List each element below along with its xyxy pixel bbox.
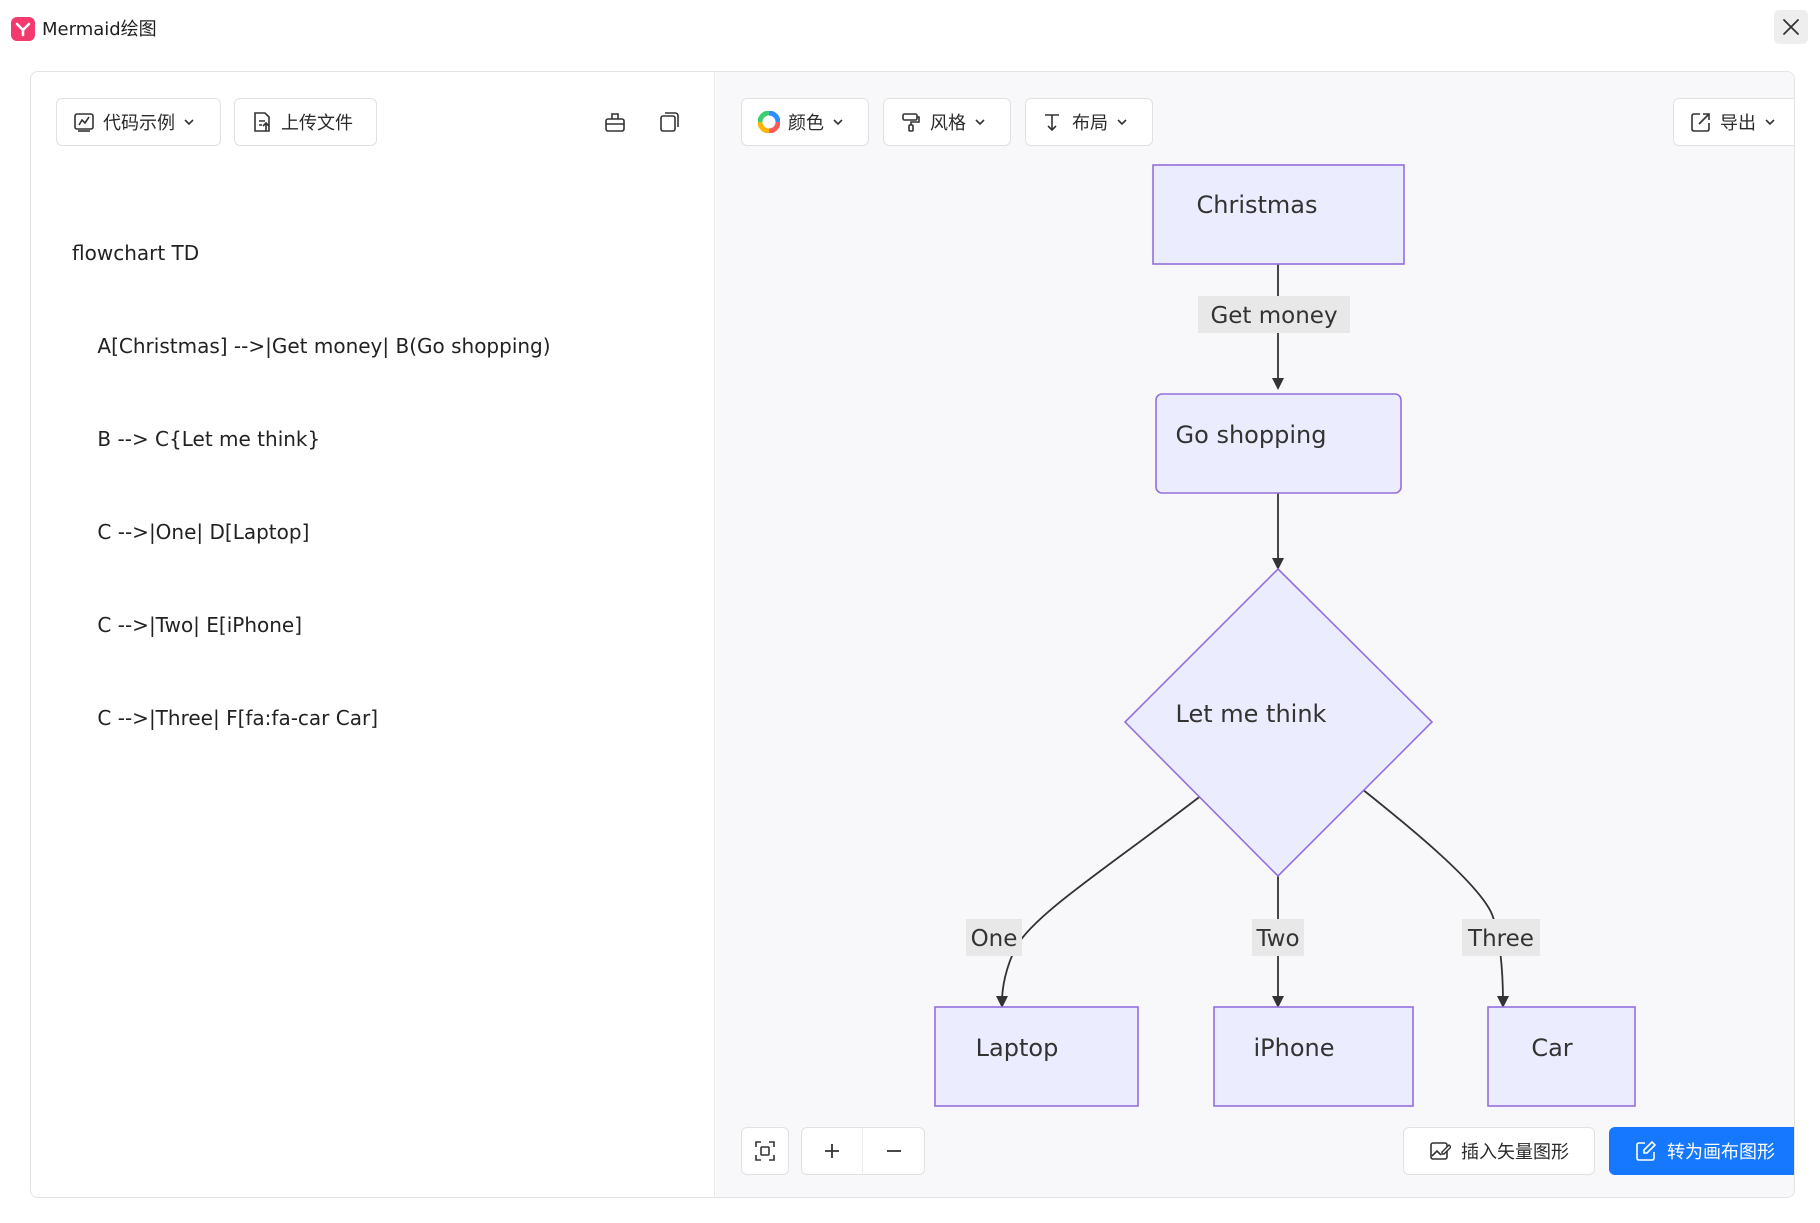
window-title: Mermaid绘图	[42, 19, 157, 40]
edge-label-two: Two	[1255, 926, 1299, 952]
fit-screen-icon	[755, 1141, 775, 1161]
preview-pane: Get money One Two Three Christmas Go sho…	[716, 72, 1795, 1198]
code-line: C -->|Two| E[iPhone]	[72, 613, 303, 637]
title-bar: Mermaid绘图	[0, 0, 1820, 58]
chevron-down-icon	[833, 119, 843, 126]
node-go-shopping[interactable]	[1155, 393, 1402, 494]
convert-canvas-button[interactable]: 转为画布图形	[1609, 1127, 1794, 1175]
edge-label-bg-two	[1252, 919, 1304, 956]
chevron-down-icon	[1117, 119, 1127, 126]
layout-dropdown[interactable]: 布局	[1025, 98, 1153, 146]
edge-think-car	[1361, 788, 1509, 1008]
close-button[interactable]	[1774, 10, 1808, 44]
chevron-down-icon	[1765, 119, 1775, 126]
code-editor-pane: 代码示例 上传文件	[31, 72, 715, 1197]
copy-code-button[interactable]	[653, 106, 685, 138]
export-label: 导出	[1720, 113, 1756, 134]
code-example-label: 代码示例	[103, 113, 175, 134]
code-chart-icon	[74, 113, 94, 132]
minus-icon	[886, 1150, 901, 1152]
plus-icon	[825, 1144, 839, 1158]
zoom-controls	[801, 1127, 925, 1175]
node-laptop-label: Laptop	[976, 1034, 1059, 1062]
zoom-out-button[interactable]	[863, 1128, 924, 1174]
fit-view-button[interactable]	[741, 1127, 789, 1175]
main-frame: 代码示例 上传文件	[30, 71, 1795, 1198]
color-wheel-icon	[758, 111, 780, 133]
code-editor[interactable]: flowchart TD A[Christmas] -->|Get money|…	[72, 176, 692, 796]
code-line: flowchart TD	[72, 241, 200, 265]
style-label: 风格	[930, 113, 966, 134]
chevron-down-icon	[975, 119, 985, 126]
node-iphone[interactable]	[1213, 1006, 1414, 1107]
node-christmas[interactable]	[1152, 164, 1405, 265]
color-label: 颜色	[788, 113, 824, 134]
paint-roller-icon	[902, 113, 920, 132]
upload-file-label: 上传文件	[281, 113, 353, 134]
flowchart-diagram[interactable]: Get money One Two Three Christmas Go sho…	[716, 72, 1795, 1198]
layout-icon	[1045, 114, 1059, 132]
edge-label-one: One	[971, 926, 1018, 952]
code-line: A[Christmas] -->|Get money| B(Go shoppin…	[72, 334, 551, 358]
insert-vector-label: 插入矢量图形	[1461, 1142, 1569, 1163]
node-car-label: Car	[1531, 1034, 1572, 1062]
code-line: C -->|Three| F[fa:fa-car Car]	[72, 706, 378, 730]
copy-icon	[660, 112, 679, 132]
export-icon	[1691, 113, 1710, 132]
color-dropdown[interactable]: 颜色	[741, 98, 869, 146]
edit-icon	[1636, 1140, 1657, 1161]
edge-label-bg-three	[1462, 919, 1540, 956]
edge-think-laptop	[996, 787, 1212, 1008]
export-dropdown[interactable]: 导出	[1673, 98, 1794, 146]
edge-label-get-money: Get money	[1210, 303, 1337, 329]
node-go-shopping-label: Go shopping	[1176, 421, 1327, 449]
upload-file-button[interactable]: 上传文件	[234, 98, 377, 146]
edge-label-bg-get-money	[1198, 296, 1350, 333]
layout-label: 布局	[1072, 113, 1108, 134]
upload-file-icon	[254, 112, 270, 132]
app-logo-icon	[11, 17, 35, 41]
edge-label-three: Three	[1467, 926, 1534, 952]
code-line: C -->|One| D[Laptop]	[72, 520, 310, 544]
node-let-me-think[interactable]	[1123, 567, 1434, 878]
eraser-icon	[605, 113, 625, 132]
chevron-down-icon	[184, 119, 194, 126]
node-car[interactable]	[1487, 1006, 1636, 1107]
edge-label-bg-one	[966, 919, 1022, 956]
clear-code-button[interactable]	[599, 106, 631, 138]
image-edit-icon	[1430, 1142, 1451, 1160]
close-icon	[1783, 19, 1799, 35]
convert-canvas-label: 转为画布图形	[1667, 1142, 1775, 1163]
node-christmas-label: Christmas	[1196, 191, 1317, 219]
style-dropdown[interactable]: 风格	[883, 98, 1011, 146]
node-laptop[interactable]	[934, 1006, 1139, 1107]
node-let-me-think-label: Let me think	[1176, 700, 1327, 728]
code-example-dropdown[interactable]: 代码示例	[56, 98, 221, 146]
code-line: B --> C{Let me think}	[72, 427, 321, 451]
zoom-in-button[interactable]	[802, 1128, 863, 1174]
insert-vector-button[interactable]: 插入矢量图形	[1403, 1127, 1595, 1175]
node-iphone-label: iPhone	[1253, 1034, 1334, 1062]
